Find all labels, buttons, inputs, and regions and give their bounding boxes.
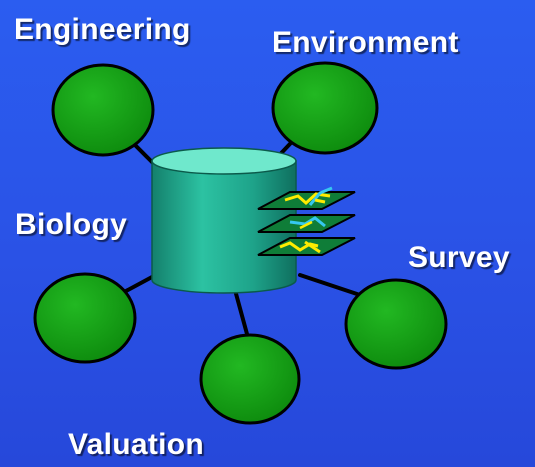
node-engineering bbox=[51, 63, 155, 157]
label-engineering: Engineering bbox=[14, 13, 191, 46]
label-survey: Survey bbox=[408, 241, 510, 274]
map-layers-icon bbox=[257, 186, 356, 256]
label-environment: Environment bbox=[272, 26, 459, 59]
database-cylinder-icon bbox=[151, 147, 297, 294]
node-valuation bbox=[199, 333, 301, 425]
node-survey bbox=[344, 278, 448, 370]
label-biology: Biology bbox=[15, 208, 128, 241]
label-valuation: Valuation bbox=[68, 428, 205, 461]
nodes bbox=[33, 61, 448, 425]
node-environment bbox=[271, 61, 379, 155]
node-biology bbox=[33, 272, 137, 364]
